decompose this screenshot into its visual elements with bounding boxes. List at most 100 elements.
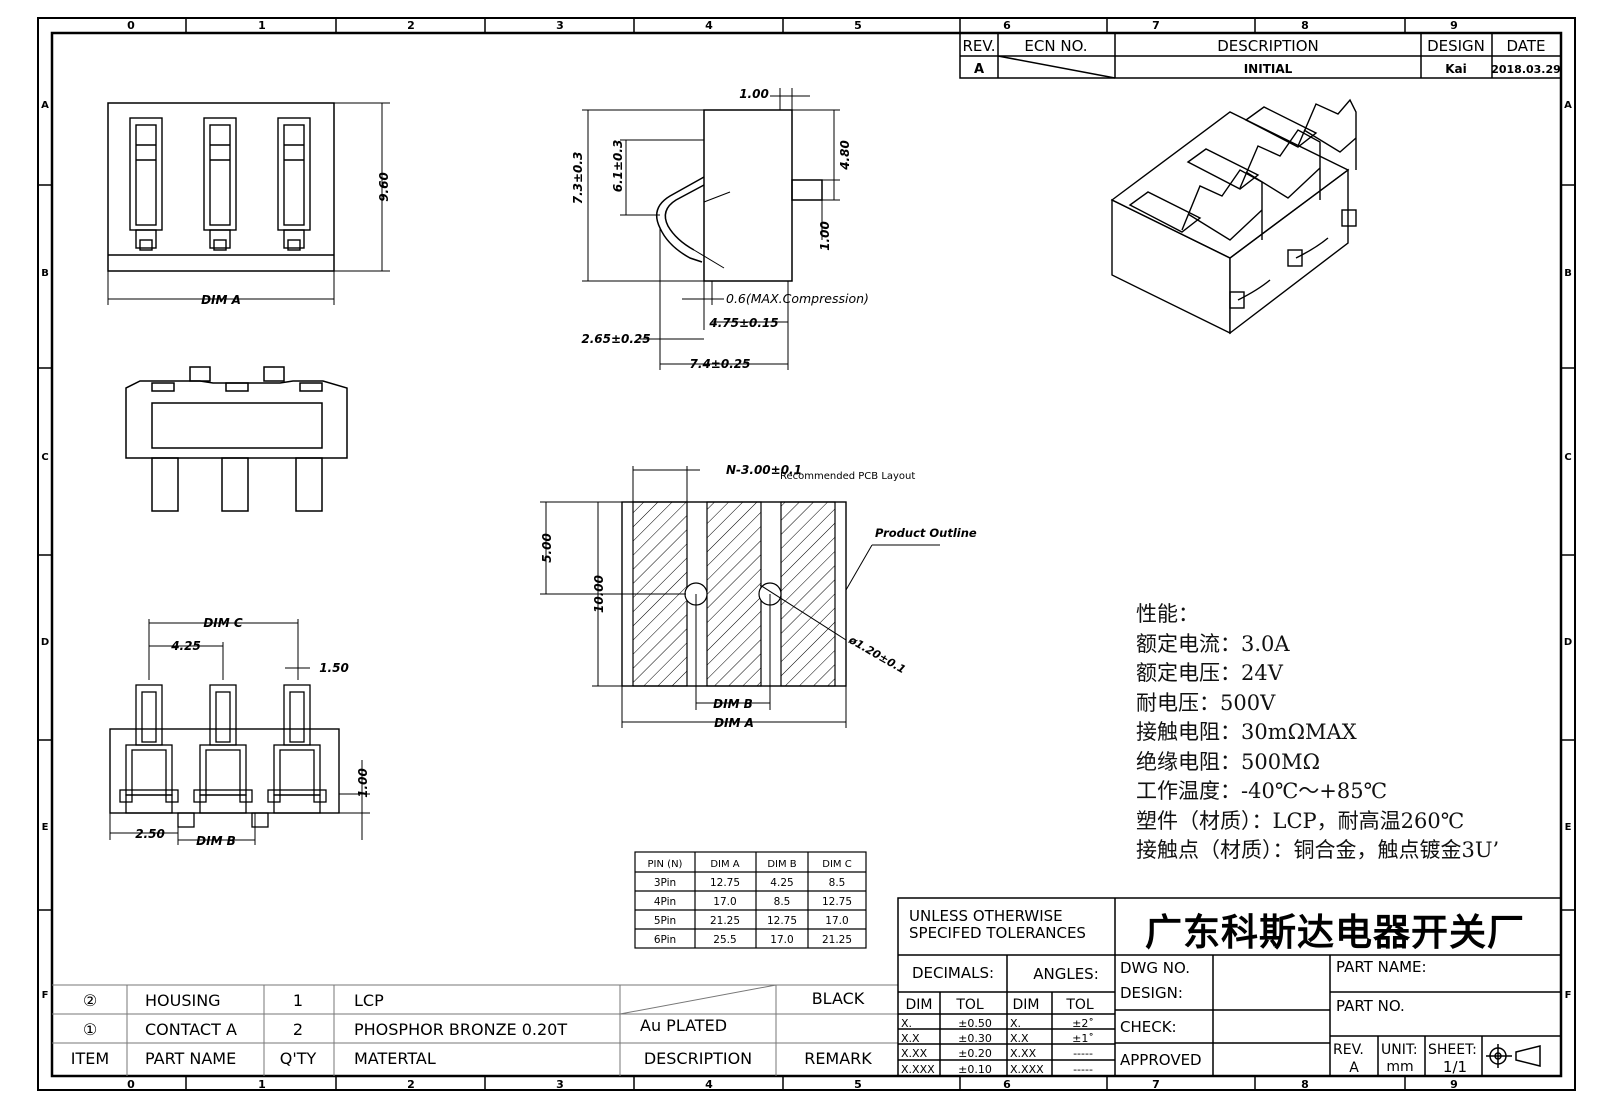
- ecn-header: ECN NO.: [1024, 37, 1087, 55]
- spec-line: 工作温度：-40℃～+85℃: [1136, 779, 1388, 803]
- pin-table-cell: 21.25: [822, 934, 852, 946]
- contact-slot: [283, 229, 305, 249]
- contact-slot: [209, 124, 231, 226]
- spec-line: 耐电压：500V: [1136, 690, 1276, 715]
- bom-h-material: MATERTAL: [354, 1049, 436, 1068]
- zone-col-label: 8: [1301, 19, 1309, 32]
- spec-line: 额定电压：24V: [1136, 661, 1283, 685]
- contact-terminal: [199, 794, 247, 814]
- bom-material-1: PHOSPHOR BRONZE 0.20T: [354, 1020, 567, 1039]
- pin-table-cell: 17.0: [770, 934, 793, 946]
- zone-row-label: A: [1564, 100, 1572, 111]
- zone-col-label: 3: [556, 1078, 564, 1091]
- side-6-1: 6.1±0.3: [611, 140, 625, 193]
- tol-dec-dim: X.X: [901, 1032, 920, 1045]
- bom-h-name: PART NAME: [145, 1049, 236, 1068]
- top-height: 9.60: [377, 172, 391, 202]
- design-header: DESIGN: [1427, 37, 1485, 55]
- contact-slot: [135, 124, 157, 226]
- side-2-65: 2.65±0.25: [581, 332, 650, 346]
- zone-row-label: C: [41, 452, 48, 463]
- tol-dec-dim: X.XX: [901, 1047, 928, 1060]
- pin-table-cell: 12.75: [822, 896, 852, 908]
- tol-tol-2: TOL: [1065, 997, 1094, 1013]
- zone-col-label: 1: [258, 1078, 266, 1091]
- bottom-1-00: 1.00: [356, 768, 370, 798]
- pin-table-cell: 21.25: [710, 915, 740, 927]
- zone-col-label: 2: [407, 19, 415, 32]
- description-header: DESCRIPTION: [1217, 37, 1319, 55]
- zone-ticks: [38, 18, 1575, 1090]
- zone-row-label: D: [41, 637, 49, 648]
- sheet-value: 1/1: [1443, 1058, 1467, 1076]
- design-label: DESIGN:: [1120, 984, 1183, 1002]
- rev-value-tb: A: [1349, 1060, 1359, 1076]
- contact-slot: [213, 239, 227, 251]
- pin-table-cell: 25.5: [713, 934, 736, 946]
- tol-ang-dim: X.XXX: [1010, 1063, 1044, 1076]
- bom-h-desc: DESCRIPTION: [644, 1049, 752, 1068]
- contact-slot: [277, 117, 311, 231]
- spec-line: 性能：: [1136, 602, 1199, 626]
- design-value: Kai: [1445, 62, 1467, 76]
- tol-ang-dim: X.: [1010, 1017, 1021, 1030]
- zone-row-label: E: [1565, 822, 1572, 833]
- side-view: [582, 88, 840, 370]
- tol-ang-val: ±2˚: [1072, 1017, 1094, 1030]
- contact-terminal: [273, 794, 321, 814]
- contact-tab: [251, 812, 269, 828]
- side-1-00-top: 1.00: [739, 87, 769, 101]
- tol-dim-1: DIM: [906, 997, 933, 1013]
- zone-col-label: 4: [705, 19, 713, 32]
- bom-h-qty: Q'TY: [280, 1049, 317, 1068]
- bom-h-item: ITEM: [71, 1049, 109, 1068]
- projection-symbol-icon: [1486, 1044, 1541, 1068]
- approved-label: APPROVED: [1120, 1051, 1202, 1069]
- pcb-dim-a: DIM A: [714, 716, 754, 730]
- isometric-view: [1110, 98, 1357, 335]
- tol-ang-dim: X.X: [1010, 1032, 1029, 1045]
- zone-col-label: 4: [705, 1078, 713, 1091]
- pin-table-header: PIN (N): [648, 859, 683, 870]
- bottom-dim-c: DIM C: [203, 616, 243, 630]
- contact-terminal: [135, 684, 163, 746]
- bom-material-2: LCP: [354, 991, 384, 1010]
- tol-ang-val: ±1˚: [1072, 1032, 1094, 1045]
- contact-slot: [287, 239, 301, 251]
- pin-table-header: DIM A: [710, 859, 739, 870]
- tol-title-1: UNLESS OTHERWISE: [909, 907, 1063, 925]
- bottom-dim-b: DIM B: [196, 834, 236, 848]
- description-value: INITIAL: [1244, 62, 1293, 76]
- zone-col-label: 6: [1003, 19, 1011, 32]
- bottom-2-50: 2.50: [135, 827, 165, 841]
- tol-dec-val: ±0.20: [958, 1047, 992, 1060]
- tol-dec-dim: X.XXX: [901, 1063, 935, 1076]
- zone-col-label: 7: [1152, 1078, 1160, 1091]
- side-7-4: 7.4±0.25: [690, 357, 751, 371]
- contact-terminal: [289, 691, 305, 743]
- check-label: CHECK:: [1120, 1018, 1177, 1036]
- contact-slot: [135, 229, 157, 249]
- title-block-grid: [897, 897, 1562, 1077]
- contact-slot: [209, 229, 231, 249]
- bom-name-2: HOUSING: [145, 991, 221, 1010]
- zone-col-label: 1: [258, 19, 266, 32]
- contact-terminal: [209, 684, 237, 746]
- date-header: DATE: [1506, 37, 1545, 55]
- outer-frame: [37, 17, 1576, 1091]
- side-7-3: 7.3±0.3: [571, 152, 585, 205]
- tol-dec-val: ±0.50: [958, 1017, 992, 1030]
- side-4-80: 4.80: [838, 140, 852, 171]
- pin-table-cell: 3Pin: [654, 877, 676, 889]
- bom-item-1: ①: [83, 1020, 97, 1039]
- zone-col-label: 5: [854, 19, 862, 32]
- zone-col-label: 9: [1450, 19, 1458, 32]
- pcb-dim-b: DIM B: [713, 697, 753, 711]
- bom-name-1: CONTACT A: [145, 1020, 237, 1039]
- spec-line: 绝缘电阻：500MΩ: [1136, 749, 1320, 774]
- specifications: 性能： 额定电流：3.0A 额定电压：24V 耐电压：500V 接触电阻：30m…: [1136, 600, 1499, 866]
- contact-tab: [177, 812, 195, 828]
